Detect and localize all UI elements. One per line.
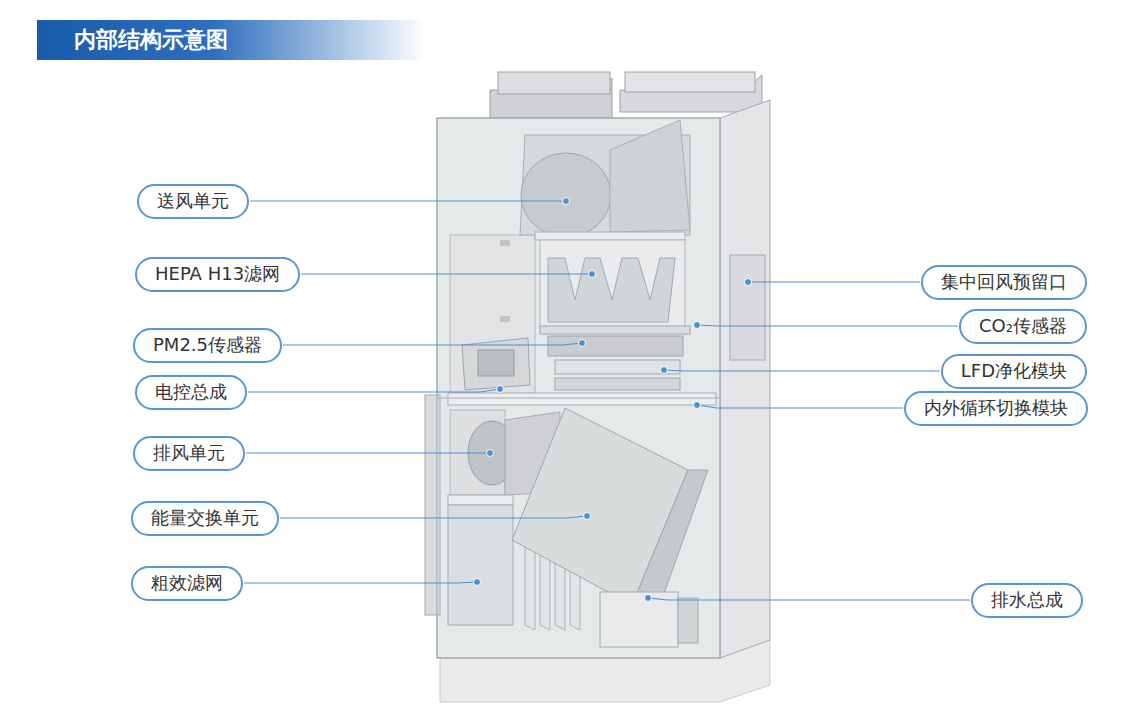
leader-dot <box>584 513 591 520</box>
callout-label: 排水总成 <box>991 588 1063 612</box>
leader-dot <box>694 402 701 409</box>
callout-pill: PM2.5传感器 <box>133 328 282 363</box>
page-title: 内部结构示意图 <box>74 22 228 58</box>
leader-dot <box>645 595 652 602</box>
callout-pill: CO₂传感器 <box>959 309 1087 344</box>
callout-pill: 粗效滤网 <box>131 566 243 601</box>
leader-dot <box>661 367 668 374</box>
callout-label: 排风单元 <box>153 441 225 465</box>
leader-line <box>250 200 566 201</box>
callout-label: PM2.5传感器 <box>153 333 262 357</box>
leader-line <box>697 405 903 408</box>
callout-pill: 排水总成 <box>971 583 1083 618</box>
callout-pill: HEPA H13滤网 <box>135 257 300 292</box>
callout-pill: 内外循环切换模块 <box>904 391 1088 426</box>
leader-line <box>283 343 582 345</box>
callout-pill: 排风单元 <box>133 436 245 471</box>
callout-pill: 送风单元 <box>137 184 249 219</box>
leader-line <box>648 598 970 600</box>
leader-line <box>664 370 940 371</box>
leader-dot <box>694 322 701 329</box>
leader-line <box>280 516 587 518</box>
callout-label: 能量交换单元 <box>151 506 259 530</box>
callout-label: CO₂传感器 <box>979 314 1067 338</box>
callout-pill: LFD净化模块 <box>941 354 1087 389</box>
leader-dot <box>487 450 494 457</box>
leader-dot <box>579 340 586 347</box>
leader-line <box>246 452 490 453</box>
leader-line <box>301 273 592 274</box>
leader-dot <box>497 386 504 393</box>
callout-label: 送风单元 <box>157 189 229 213</box>
leader-dot <box>563 198 570 205</box>
callout-label: 电控总成 <box>155 380 227 404</box>
leader-dot <box>745 279 752 286</box>
callout-label: LFD净化模块 <box>961 359 1067 383</box>
callout-pill: 能量交换单元 <box>131 501 279 536</box>
callout-label: 集中回风预留口 <box>941 270 1067 294</box>
leader-line <box>244 582 477 583</box>
leader-line <box>697 325 958 326</box>
leader-dot <box>474 579 481 586</box>
callout-pill: 集中回风预留口 <box>921 265 1087 300</box>
callout-label: 内外循环切换模块 <box>924 396 1068 420</box>
leader-line <box>748 281 920 282</box>
callout-label: HEPA H13滤网 <box>155 262 280 286</box>
leader-line <box>248 389 500 392</box>
leader-dot <box>589 271 596 278</box>
callout-pill: 电控总成 <box>135 375 247 410</box>
callout-label: 粗效滤网 <box>151 571 223 595</box>
